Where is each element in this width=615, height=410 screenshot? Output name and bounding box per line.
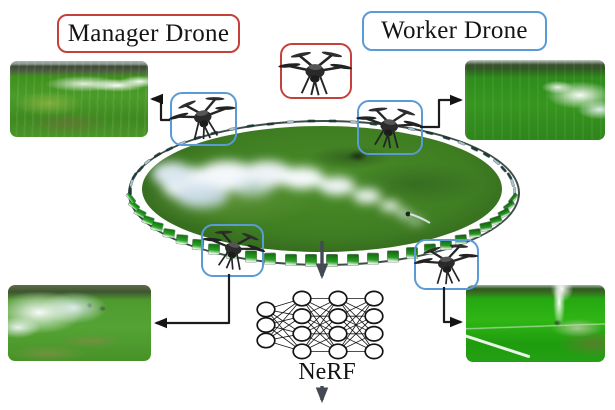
worker-drone-icon-bottom-right <box>411 234 481 295</box>
nerf-network-svg <box>256 290 384 360</box>
worker-drone-box-top-right <box>357 100 423 155</box>
nerf-label: NeRF <box>298 359 356 385</box>
field-image-top-right <box>465 60 605 140</box>
worker-drone-box-top-left <box>170 92 237 146</box>
field-image-bottom-right <box>466 285 605 362</box>
worker-drone-icon-top-left <box>165 85 241 152</box>
arrow-drone-br-to-image <box>442 287 463 328</box>
worker-drone-label: Worker Drone <box>362 11 547 51</box>
manager-drone-box <box>280 43 352 99</box>
worker-drone-box-bottom-right <box>414 239 479 290</box>
field-image-top-left <box>10 61 148 137</box>
smoke-source-drone-dot <box>405 211 411 217</box>
worker-drone-icon-bottom-left <box>196 217 270 283</box>
manager-drone-icon <box>277 41 353 106</box>
worker-drone-icon-top-right <box>351 95 426 161</box>
manager-drone-label: Manager Drone <box>57 14 240 53</box>
manager-drone-label-text: Manager Drone <box>67 19 230 47</box>
field-image-bottom-left <box>8 285 151 361</box>
arrow-drone-bl-to-image <box>154 274 231 329</box>
worker-drone-label-text: Worker Drone <box>381 17 528 44</box>
field-road-line <box>466 330 531 359</box>
smoke-plume-graphic <box>152 161 431 224</box>
worker-drone-box-bottom-left <box>201 224 264 277</box>
